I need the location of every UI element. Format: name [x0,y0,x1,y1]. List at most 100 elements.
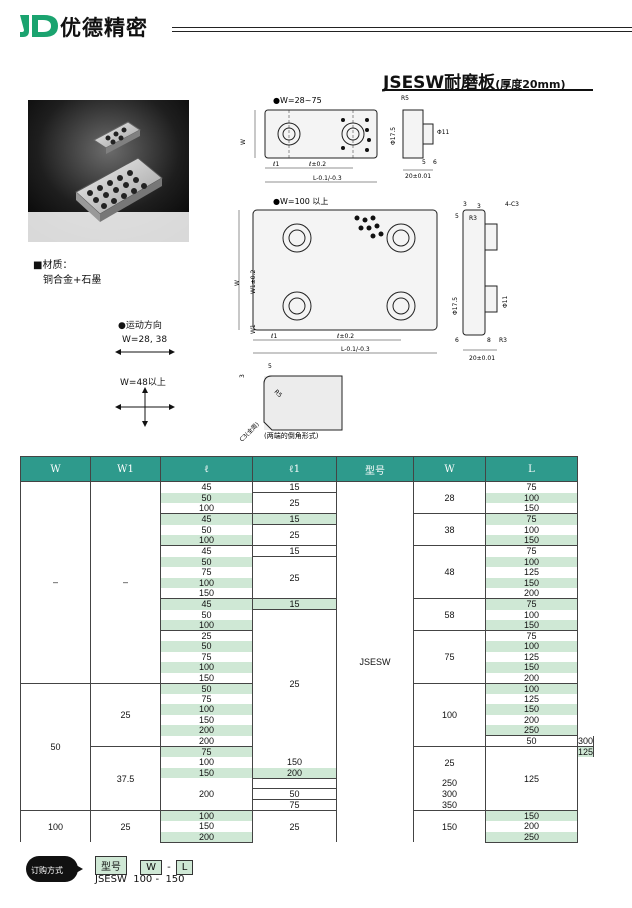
col-l1: ℓ1 [252,456,337,482]
svg-text:C3(全周): C3(全周) [238,420,261,443]
svg-text:Φ17.5: Φ17.5 [390,127,397,145]
svg-text:ℓ1: ℓ1 [272,161,279,168]
product-title: JSESW耐磨板(厚度20mm) [383,73,566,93]
chamfer-detail: 5 3 R5 C3(全周) (两端的倒角形式) [238,363,343,443]
svg-text:20±0.01: 20±0.01 [469,355,495,362]
svg-text:R3: R3 [499,337,507,344]
header-rule [172,31,632,32]
label-w100: ●W=100 以上 [273,197,328,206]
header-rule [172,27,632,28]
motion-label: ●运动方向 [118,321,162,331]
svg-text:ℓ±0.2: ℓ±0.2 [336,333,354,340]
svg-text:20±0.01: 20±0.01 [405,173,431,180]
model-cell: JSESW [336,481,414,842]
svg-text:Φ11: Φ11 [437,129,450,136]
material-label: ■材质： [33,260,73,271]
svg-text:R3: R3 [469,215,477,222]
motion-w-large: W=48以上 [120,378,166,388]
svg-text:6: 6 [433,159,437,166]
col-l: ℓ [160,456,253,482]
large-plate [252,209,438,331]
arrow-horizontal-icon [115,349,175,355]
label-w28-75: ●W=28~75 [273,96,322,105]
svg-text:(两端的倒角形式): (两端的倒角形式) [264,431,319,440]
col-w: W [20,456,91,482]
arrow-cross-icon [115,387,175,427]
svg-text:R5: R5 [401,95,409,102]
title-underline [383,89,593,91]
col-w-size: W [413,456,486,482]
product-photo [28,100,189,242]
material-value: 铜合金+石墨 [43,275,102,286]
order-badge-icon: 订购方式 [26,856,83,882]
svg-text:W1: W1 [250,324,257,334]
technical-drawings: ●W=28~75 W ℓ1 ℓ±0.2 L-0.1/-0.3 R5 Φ11 Φ1… [234,95,519,362]
brand-name: 优德精密 [60,16,148,40]
svg-text:W: W [240,139,247,145]
svg-text:3: 3 [463,201,467,208]
jd-logo-icon [20,15,58,37]
order-example: JSESW 100 - 150 [95,874,185,885]
svg-text:Φ11: Φ11 [502,295,509,308]
svg-text:5: 5 [422,159,426,166]
svg-text:ℓ±0.2: ℓ±0.2 [308,161,326,168]
order-w-box: W [140,860,162,875]
material-info: ■材质： 铜合金+石墨 [33,258,101,288]
svg-text:ℓ1: ℓ1 [270,333,277,340]
table-header: W W1 ℓ ℓ1 型号 W L [20,456,594,482]
motion-w-small: W=28, 38 [122,335,168,345]
svg-text:Φ17.5: Φ17.5 [452,297,459,315]
svg-text:W1±0.2: W1±0.2 [250,269,257,294]
col-model: 型号 [336,456,414,482]
order-dash: - [167,862,171,873]
svg-text:5: 5 [268,363,272,370]
svg-text:3: 3 [477,203,481,210]
svg-text:3: 3 [239,374,246,378]
svg-text:5: 5 [455,213,459,220]
svg-text:L-0.1/-0.3: L-0.1/-0.3 [341,346,370,353]
order-l-box: L [175,860,194,875]
svg-text:R5: R5 [273,388,284,399]
svg-text:L-0.1/-0.3: L-0.1/-0.3 [313,175,342,182]
small-plate [264,109,378,159]
svg-text:8: 8 [487,337,491,344]
svg-text:4-C3: 4-C3 [505,201,519,208]
svg-text:6: 6 [455,337,459,344]
col-length: L [485,456,578,482]
order-model-box: 型号 [95,856,127,875]
